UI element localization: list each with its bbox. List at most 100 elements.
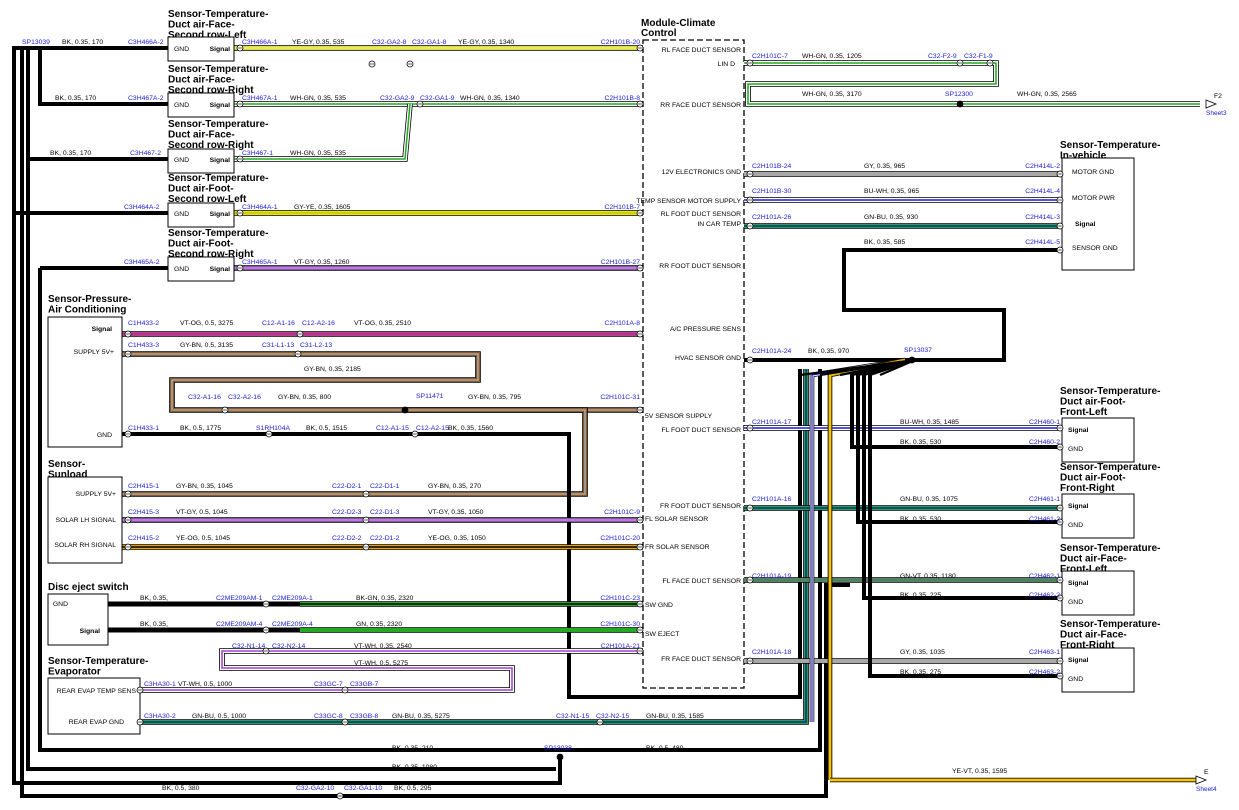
wire-label: GN-BU, 0.35, 1075 (900, 496, 958, 503)
splice-sp13037 (908, 356, 916, 364)
module-signal-label: FL SOLAR SENSOR (645, 516, 708, 523)
component-title: Sensor-Temperature- (48, 656, 148, 667)
component-title: Second row-Left (168, 30, 247, 41)
sensor-box-frface (1061, 647, 1135, 693)
pin-label: C2H461-1 (1029, 496, 1060, 503)
component-pin-label: Signal (1068, 427, 1089, 434)
pin-label: C32-N2-15 (596, 713, 629, 720)
wire-label: BK, 0.35, (140, 595, 168, 602)
pin-label: C2H462-1 (1029, 573, 1060, 580)
wire-label: WH-GN, 0.35, 535 (290, 150, 346, 157)
pin-label: C2H101C-31 (600, 394, 640, 401)
component-pin-label: Signal (1068, 580, 1089, 587)
sensor-box-evap (47, 677, 141, 735)
wire-label: BK, 0.35, 170 (55, 95, 96, 102)
pin-label: C1H433-2 (128, 320, 159, 327)
wire-label: WH-GN, 0.35, 535 (290, 95, 346, 102)
pin-label: C2H414L-4 (1025, 188, 1060, 195)
pin-label: C2H101A-24 (752, 348, 792, 355)
sensor-box-rlface2 (167, 148, 235, 174)
wire-label: BK, 0.5, 380 (162, 785, 200, 792)
component-pin-label: MOTOR GND (1072, 169, 1114, 176)
pin-label: C2H415-2 (128, 535, 159, 542)
wire-label: VT-GY, 0.5, 1045 (176, 509, 228, 516)
wire-fl-foot-gnd (850, 369, 1062, 449)
wire-label: YE-GY, 0.35, 1340 (458, 39, 514, 46)
wire-label: WH-GN, 0.35, 1205 (802, 53, 862, 60)
pin-label: C2H101B-27 (601, 259, 641, 266)
pin-label: C3H465A-1 (242, 259, 278, 266)
offsheet-arrow-icon[interactable] (1205, 99, 1218, 109)
wire-label: BK, 0.35, 530 (900, 516, 941, 523)
pin-label: C32-GA2-9 (380, 95, 415, 102)
component-pin-label: SENSOR GND (1072, 245, 1118, 252)
wire-fr-foot-gnd (856, 369, 1062, 524)
wire-label: BU-WH, 0.35, 965 (864, 188, 919, 195)
offsheet-arrow-icon[interactable] (1195, 775, 1208, 785)
pin-label: C2H462-2 (1029, 592, 1060, 599)
bundle-line (879, 358, 916, 377)
module-signal-label: A/C PRESSURE SENS (670, 326, 741, 333)
pin-label: C2H463-2 (1029, 669, 1060, 676)
wire-label: BK, 0.5, 480 (646, 745, 684, 752)
component-title: Sensor-Temperature- (1060, 140, 1160, 151)
module-signal-label: TEMP SENSOR MOTOR SUPPLY (636, 198, 741, 205)
wire-label: GY-BN, 0.35, 800 (278, 394, 331, 401)
pin-label: C2H101A-26 (752, 214, 792, 221)
offsheet-sheet-link: Sheet3 (1206, 110, 1227, 117)
wire-label: BK, 0.35, 585 (864, 239, 905, 246)
component-pin-label: MOTOR PWR (1072, 195, 1115, 202)
wire-label: BK, 0.5, 1775 (180, 425, 221, 432)
module-climate-control-box (642, 39, 745, 689)
component-title: Sunload (48, 470, 87, 481)
pin-label: C2H415-3 (128, 509, 159, 516)
sensor-box-frfoot (1061, 493, 1135, 539)
sensor-box-rrfoot (167, 256, 235, 282)
wire-label: BK, 0.35, 225 (900, 592, 941, 599)
pin-label: C2H463-1 (1029, 649, 1060, 656)
module-signal-label: FR FOOT DUCT SENSOR (660, 503, 741, 510)
pin-label: C33GC-7 (314, 681, 343, 688)
module-title: Control (641, 28, 677, 39)
component-title: Front-Left (1060, 564, 1108, 575)
pin-label: C32-F1-9 (964, 53, 993, 60)
wire-label: BK, 0.35, 530 (900, 439, 941, 446)
wire-label: BK, 0.35, 170 (50, 150, 91, 157)
module-signal-label: 12V ELECTRONICS GND (662, 169, 741, 176)
wire-label: BK, 0.35, 1080 (392, 764, 437, 771)
component-pin-label: GND (174, 102, 189, 109)
component-title: Duct air-Face- (1060, 554, 1127, 565)
component-pin-label: GND (174, 211, 189, 218)
module-signal-label: RR FOOT DUCT SENSOR (659, 263, 741, 270)
module-signal-label: IN CAR TEMP (697, 221, 741, 228)
pin-label: C3H464A-2 (124, 204, 160, 211)
wire-label: VT-WH, 0.35, 2540 (354, 643, 412, 650)
splice-label: SP12300 (945, 91, 973, 98)
pin-label: C3H467-2 (130, 150, 161, 157)
wire-label: GN-BU, 0.35, 1585 (646, 713, 704, 720)
splice-sp13038 (556, 753, 564, 761)
component-title: Sensor-Temperature- (168, 9, 268, 20)
splice-label: SP13038 (544, 745, 572, 752)
wire-label: VT-GY, 0.35, 1260 (294, 259, 350, 266)
component-title: Duct air-Face- (168, 20, 235, 31)
component-title: Sensor- (48, 459, 85, 470)
pin-label: C2H101B-30 (752, 188, 792, 195)
ground-wire-rr-face (38, 48, 168, 106)
component-pin-label: GND (174, 46, 189, 53)
wire-label: BK, 0.35, 170 (62, 39, 103, 46)
wire-lin-d (744, 60, 1200, 107)
wire-label: GY-BN, 0.35, 270 (428, 483, 481, 490)
component-title: Duct air-Face- (168, 130, 235, 141)
wire-label: YE-OG, 0.5, 1045 (176, 535, 230, 542)
component-pin-label: GND (174, 266, 189, 273)
pin-label: C2ME209A-1 (272, 595, 313, 602)
wire-label: BK, 0.35, 970 (808, 348, 849, 355)
pin-label: C2H101C-9 (604, 509, 640, 516)
splice-sp11471 (401, 406, 409, 414)
pin-label: C22-D1-2 (370, 535, 400, 542)
wire-label: GY-BN, 0.35, 795 (468, 394, 521, 401)
component-pin-label: Signal (210, 211, 231, 218)
wire-evap-gnd (140, 369, 809, 725)
